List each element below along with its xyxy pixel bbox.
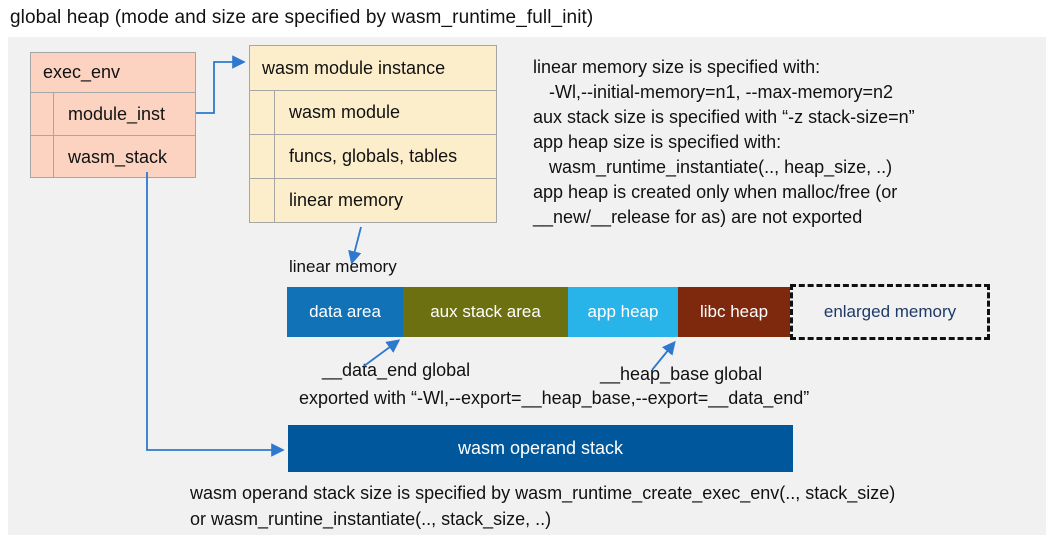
wasm-stack-label: wasm_stack [68, 146, 168, 167]
exec-env-header: exec_env [43, 62, 121, 82]
segment-app-heap: app heap [568, 287, 678, 337]
note-line: app heap size is specified with: [533, 132, 782, 152]
linear-memory-label: linear memory [289, 257, 397, 276]
wasm-module-instance-box: wasm module instance wasm module funcs, … [249, 45, 497, 223]
diagram-title: global heap (mode and size are specified… [10, 7, 594, 28]
wasm-module-instance-header: wasm module instance [262, 57, 446, 78]
segment-aux-stack-area: aux stack area [403, 287, 568, 337]
note-line: app heap is created only when malloc/fre… [533, 182, 898, 202]
funcs-globals-tables-label: funcs, globals, tables [289, 146, 458, 166]
note-line: linear memory size is specified with: [533, 57, 821, 77]
exec-env-box: exec_env module_inst wasm_stack [30, 52, 196, 178]
segment-enlarged-memory: enlarged memory [790, 284, 990, 340]
wasm-module-label: wasm module [289, 102, 401, 122]
exported-with-label: exported with “-Wl,--export=__heap_base,… [299, 388, 810, 408]
module-inst-label: module_inst [68, 103, 166, 124]
wasm-operand-stack-bar: wasm operand stack [288, 425, 793, 472]
exec-env-indent [31, 93, 54, 135]
instance-row-linear-memory: linear memory [250, 178, 496, 222]
heap-base-global-label: __heap_base global [600, 364, 763, 384]
note-line: aux stack size is specified with “-z sta… [533, 107, 915, 127]
exec-env-row-module-inst: module_inst [31, 92, 195, 135]
operand-stack-note-line1: wasm operand stack size is specified by … [190, 483, 896, 503]
linear-memory-row-label: linear memory [289, 190, 404, 210]
exec-env-row-wasm-stack: wasm_stack [31, 135, 195, 178]
operand-stack-note: wasm operand stack size is specified by … [190, 480, 895, 532]
instance-indent [250, 179, 275, 222]
data-end-global-label: __data_end global [322, 360, 471, 380]
operand-stack-note-line2: or wasm_runtine_instantiate(.., stack_si… [190, 509, 552, 529]
instance-indent [250, 91, 275, 134]
instance-indent [250, 135, 275, 178]
size-notes-block: linear memory size is specified with: -W… [533, 55, 915, 230]
note-line: wasm_runtime_instantiate(.., heap_size, … [549, 157, 893, 177]
instance-row-funcs-globals-tables: funcs, globals, tables [250, 134, 496, 178]
segment-data-area: data area [287, 287, 403, 337]
note-line: -Wl,--initial-memory=n1, --max-memory=n2 [549, 82, 894, 102]
instance-row-wasm-module: wasm module [250, 90, 496, 134]
note-line: __new/__release for as) are not exported [533, 207, 863, 227]
segment-libc-heap: libc heap [678, 287, 790, 337]
linear-memory-bar: data area aux stack area app heap libc h… [287, 284, 990, 340]
exec-env-indent [31, 136, 54, 178]
